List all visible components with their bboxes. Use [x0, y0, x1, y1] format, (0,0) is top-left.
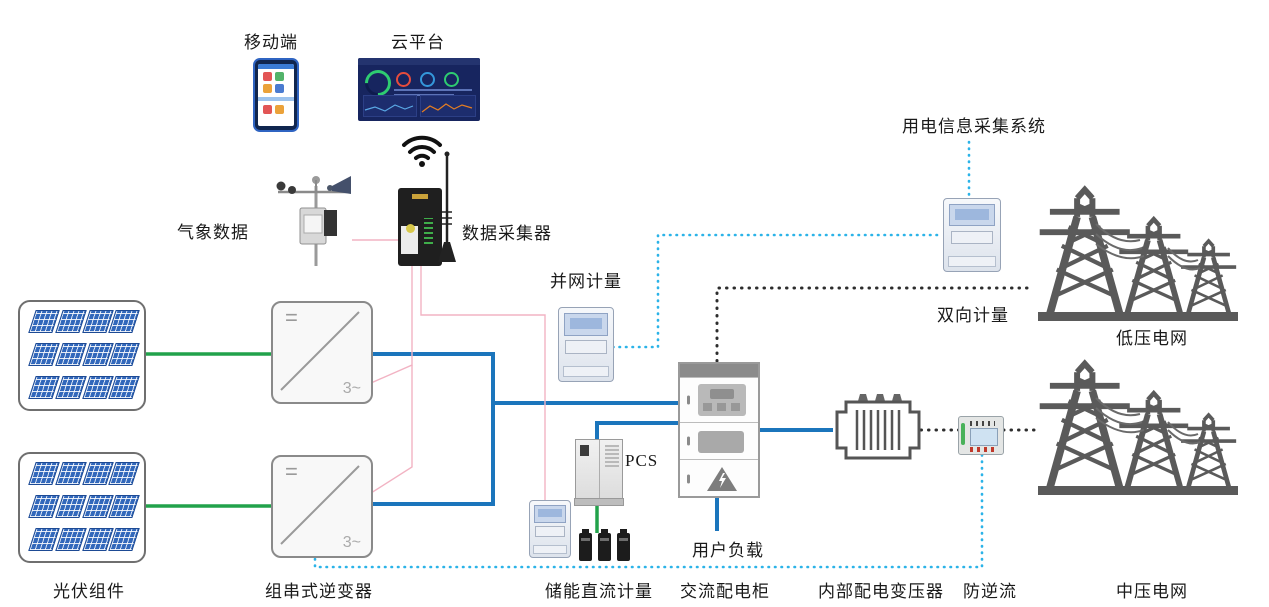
collector-antenna-icon — [438, 151, 456, 262]
inverter-ac-symbol: 3~ — [342, 380, 361, 397]
lv-grid-towers-icon — [1038, 184, 1238, 321]
label-grid-meter: 并网计量 — [550, 272, 622, 291]
label-weather: 气象数据 — [177, 223, 249, 242]
mv-grid-towers-icon — [1038, 358, 1238, 495]
label-bidirectional-meter: 双向计量 — [937, 306, 1009, 325]
storage-dc-meter-icon — [529, 500, 571, 558]
inverter-dc-symbol: = — [285, 305, 298, 330]
power-info-meter-icon — [943, 198, 1001, 272]
label-pcs: PCS — [625, 451, 659, 470]
label-anti-backflow: 防逆流 — [963, 582, 1017, 601]
label-internal-transformer: 内部配电变压器 — [818, 582, 944, 601]
pv-array-2 — [18, 452, 146, 563]
label-storage-dc-meter: 储能直流计量 — [545, 582, 653, 601]
anti-backflow-meter-icon — [958, 416, 1004, 455]
data-collector-icon — [398, 188, 442, 266]
label-user-load: 用户负载 — [692, 541, 764, 560]
string-inverter-2: = 3~ — [271, 455, 373, 558]
pcs-cabinet-icon — [574, 439, 624, 506]
label-mv-grid: 中压电网 — [1116, 582, 1188, 601]
battery-bank-icon — [579, 529, 630, 561]
label-mobile: 移动端 — [244, 33, 298, 52]
ac-distribution-cabinet-icon — [678, 362, 760, 498]
label-string-inverter: 组串式逆变器 — [265, 582, 373, 601]
label-collector: 数据采集器 — [462, 224, 552, 243]
grid-connection-meter-icon — [558, 307, 614, 382]
label-pv-modules: 光伏组件 — [53, 582, 125, 601]
label-lv-grid: 低压电网 — [1116, 329, 1188, 348]
label-power-info-system: 用电信息采集系统 — [902, 117, 1046, 136]
wifi-icon — [402, 135, 442, 167]
mobile-phone-icon — [253, 58, 299, 132]
string-inverter-1: = 3~ — [271, 301, 373, 404]
cloud-dashboard-icon — [358, 58, 480, 121]
label-cloud: 云平台 — [391, 33, 445, 52]
weather-station-icon — [276, 176, 351, 266]
inverter-dc-symbol: = — [285, 459, 298, 484]
inverter-ac-symbol: 3~ — [342, 534, 361, 551]
transformer-icon — [835, 394, 921, 460]
warning-triangle-icon — [707, 467, 737, 491]
pv-array-1 — [18, 300, 146, 411]
label-ac-cabinet: 交流配电柜 — [680, 582, 770, 601]
